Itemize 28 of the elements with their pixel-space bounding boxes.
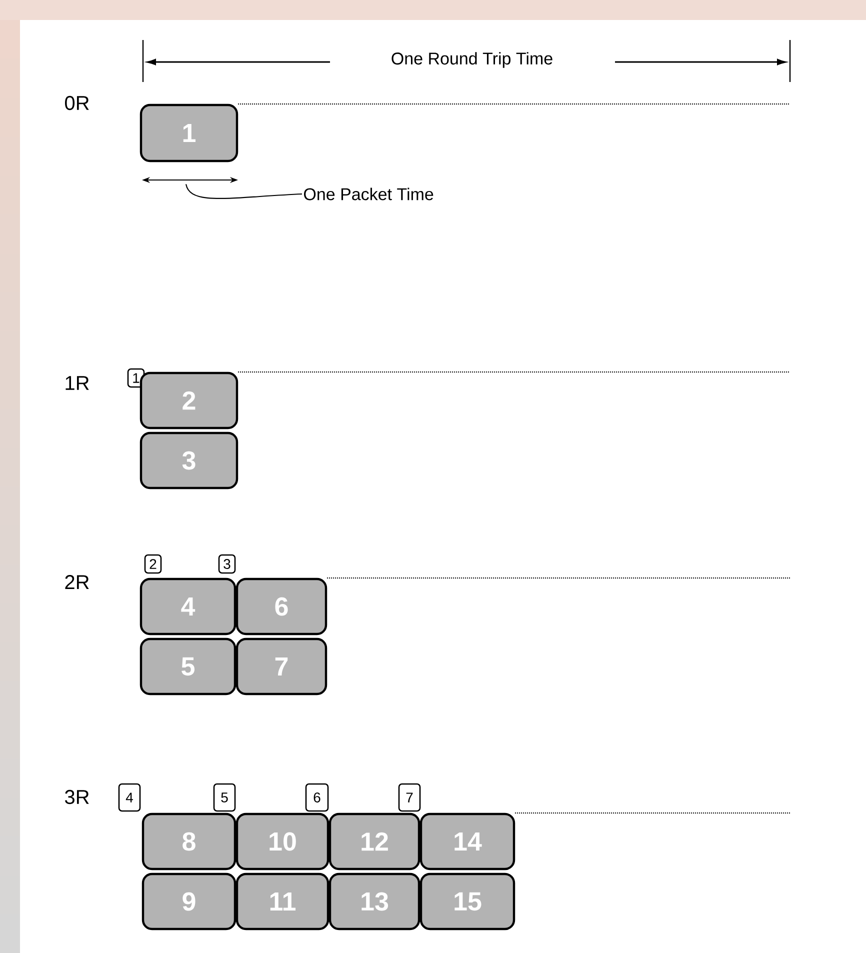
packet-box: 4 (140, 578, 236, 636)
ack-box: 5 (213, 783, 236, 812)
ack-box: 3 (218, 554, 236, 574)
ack-box: 6 (305, 783, 329, 812)
packet-box: 6 (236, 578, 328, 636)
leader-line (185, 184, 302, 200)
row-label: 0R (65, 96, 89, 110)
packet-box: 5 (140, 638, 236, 696)
packet-box: 7 (236, 638, 328, 696)
packet-box: 2 (140, 372, 238, 430)
packet-box: 13 (328, 872, 420, 930)
annotation-text: One Packet Time (304, 188, 434, 200)
dimension-label: One Round Trip Time (392, 52, 552, 68)
packet-box: 8 (142, 812, 236, 870)
packet-box: 14 (420, 812, 516, 870)
ack-box: 7 (398, 783, 421, 812)
packet-box: 1 (140, 104, 238, 162)
packet-box: 11 (236, 872, 330, 930)
packet-box: 15 (420, 872, 516, 930)
packet-box: 3 (140, 432, 238, 490)
ack-box: 2 (144, 554, 162, 574)
ack-box: 4 (118, 783, 141, 812)
row-label: 2R (65, 575, 89, 589)
row-label: 3R (64, 790, 89, 804)
packet-box: 10 (236, 812, 330, 870)
packet-box: 12 (328, 812, 420, 870)
packet-box: 9 (142, 872, 236, 930)
row-label: 1R (66, 376, 89, 390)
